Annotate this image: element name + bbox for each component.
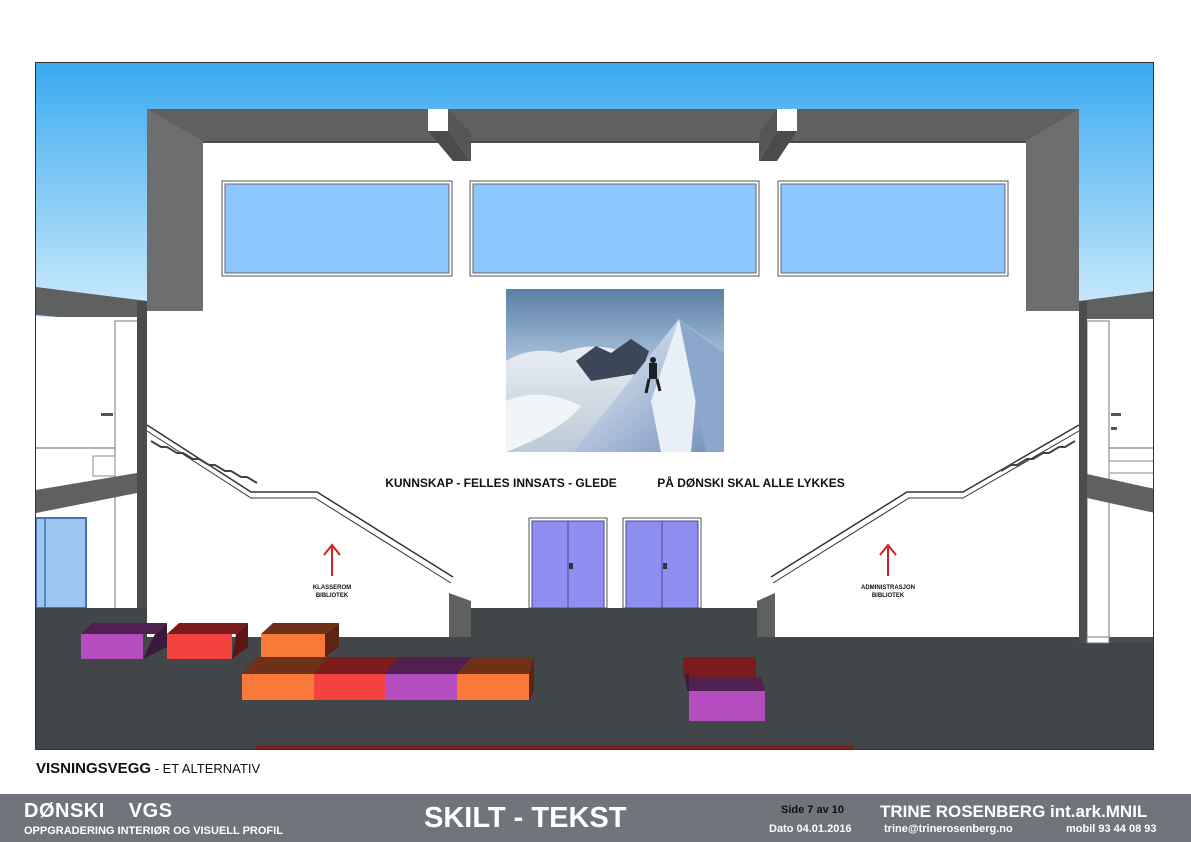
seating-cubes — [81, 623, 765, 721]
double-door-left — [528, 517, 608, 609]
project-word1: DØNSKI — [24, 800, 105, 822]
sign-right: ADMINISTRASJON BIBLIOTEK — [861, 543, 915, 599]
author-email: trine@trinerosenberg.no — [884, 823, 1013, 835]
double-door-right — [622, 517, 702, 609]
mountain-photo — [506, 289, 724, 452]
author-mobile: mobil 93 44 08 93 — [1066, 823, 1157, 835]
staircase-left — [146, 424, 471, 637]
staircase-right — [757, 424, 1080, 637]
sign-left-line2: BIBLIOTEK — [316, 593, 349, 599]
author-name: TRINE ROSENBERG int.ark.MNIL — [880, 802, 1147, 822]
left-wing-door — [36, 517, 87, 609]
atrium-scene: KUNNSKAP - FELLES INNSATS - GLEDE PÅ DØN… — [36, 63, 1153, 749]
project-subtitle: OPPGRADERING INTERIØR OG VISUELL PROFIL — [24, 825, 283, 837]
side-wing-left — [36, 287, 147, 637]
slogan-left: KUNNSKAP - FELLES INNSATS - GLEDE — [385, 476, 617, 490]
slogan-right: PÅ DØNSKI SKAL ALLE LYKKES — [657, 475, 845, 490]
clerestory-windows — [221, 180, 1009, 277]
side-wing-right — [1079, 291, 1153, 642]
sign-right-line2: BIBLIOTEK — [872, 593, 905, 599]
drawing-caption: VISNINGSVEGG - ET ALTERNATIV — [36, 760, 260, 777]
project-title: DØNSKI VGS — [24, 800, 173, 823]
project-word2: VGS — [128, 800, 173, 822]
architectural-render: KUNNSKAP - FELLES INNSATS - GLEDE PÅ DØN… — [35, 62, 1154, 750]
title-block: DØNSKI VGS OPPGRADERING INTERIØR OG VISUE… — [0, 794, 1191, 842]
sheet-title: SKILT - TEKST — [424, 802, 627, 834]
author: TRINE ROSENBERG — [880, 802, 1046, 821]
caption-title: VISNINGSVEGG — [36, 760, 152, 777]
floor-edge-strip — [256, 745, 854, 749]
drawing-date: Dato 04.01.2016 — [769, 823, 852, 835]
caption-subtitle: - ET ALTERNATIV — [151, 761, 261, 776]
sign-left: KLASSEROM BIBLIOTEK — [313, 543, 351, 599]
portal-frame — [147, 109, 1079, 311]
sign-left-line1: KLASSEROM — [313, 585, 351, 591]
author-title: int.ark.MNIL — [1050, 802, 1148, 821]
landing — [471, 608, 757, 637]
sign-right-line1: ADMINISTRASJON — [861, 585, 915, 591]
page-number: Side 7 av 10 — [781, 804, 844, 816]
